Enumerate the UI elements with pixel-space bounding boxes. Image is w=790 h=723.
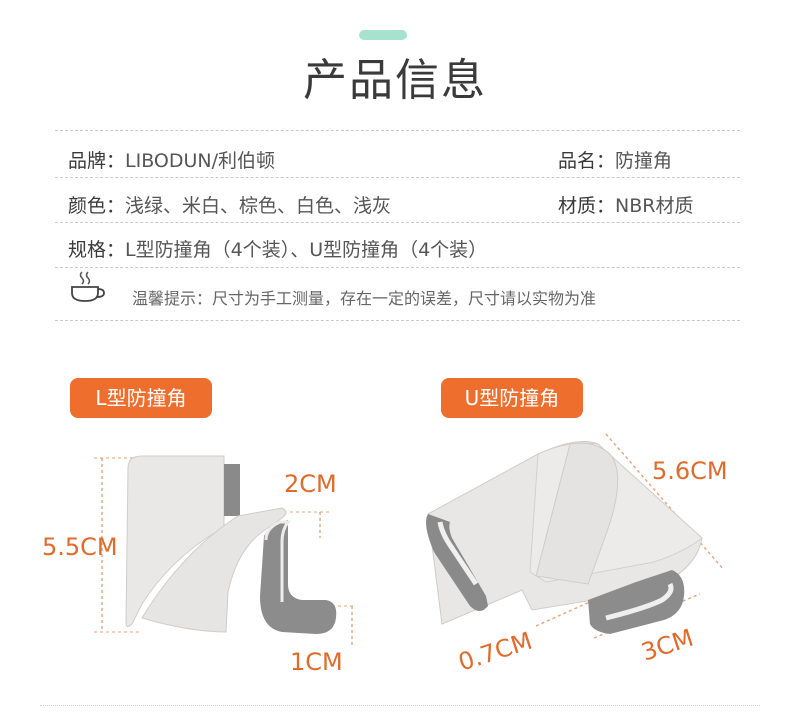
- accent-bar: [359, 30, 407, 40]
- l-edge-label: 1CM: [290, 648, 343, 676]
- spec-row: 规格：L型防撞角（4个装）、U型防撞角（4个装）: [68, 235, 487, 262]
- divider: [55, 267, 740, 268]
- material-row: 材质：NBR材质: [558, 191, 693, 218]
- brand-value: LIBODUN/利伯顿: [125, 150, 276, 172]
- l-type-corner-image: [94, 455, 356, 646]
- name-value: 防撞角: [615, 150, 673, 172]
- material-value: NBR材质: [615, 195, 694, 217]
- l-height-label: 5.5CM: [42, 533, 118, 561]
- color-label: 颜色：: [68, 195, 126, 217]
- spec-value: L型防撞角（4个装）、U型防撞角（4个装）: [125, 239, 488, 261]
- tip-text: 温馨提示：尺寸为手工测量，存在一定的误差，尺寸请以实物为准: [132, 289, 597, 308]
- page-title: 产品信息: [303, 55, 487, 106]
- u-length-label: 5.6CM: [652, 457, 728, 485]
- u-type-corner-image: [426, 433, 725, 639]
- divider: [55, 320, 740, 321]
- u-type-badge: U型防撞角: [441, 378, 583, 418]
- color-value: 浅绿、米白、棕色、白色、浅灰: [125, 195, 392, 217]
- divider: [55, 130, 740, 131]
- l-depth-label: 2CM: [284, 470, 337, 498]
- coffee-cup-icon: [71, 271, 105, 302]
- divider: [55, 177, 740, 178]
- brand-row: 品牌：LIBODUN/利伯顿: [68, 146, 275, 173]
- divider: [55, 222, 740, 223]
- color-row: 颜色：浅绿、米白、棕色、白色、浅灰: [68, 191, 391, 218]
- material-label: 材质：: [558, 195, 616, 217]
- name-row: 品名：防撞角: [558, 146, 672, 173]
- brand-label: 品牌：: [68, 150, 126, 172]
- name-label: 品名：: [558, 150, 616, 172]
- divider: [40, 705, 760, 706]
- spec-label: 规格：: [68, 239, 126, 261]
- l-type-badge: L型防撞角: [70, 378, 212, 418]
